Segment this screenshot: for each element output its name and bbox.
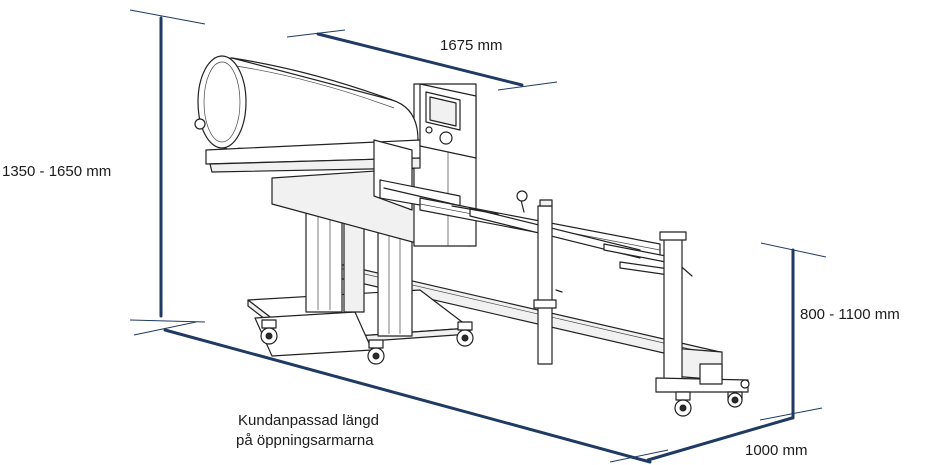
caption-line-1: Kundanpassad längd [238,412,379,429]
dimension-lines [129,9,827,464]
caption-line-2: på öppningsarmarna [236,432,374,449]
right-leg [655,231,750,417]
dimension-height-label: 1350 - 1650 mm [2,163,112,180]
left-casters [260,319,474,365]
control-panel [419,83,477,159]
dimension-table-height-label: 800 - 1100 mm [800,306,900,323]
drum [194,55,421,173]
middle-leg [533,199,563,365]
left-base-frame [247,289,471,357]
dimension-width-label: 1000 mm [745,442,808,459]
dimension-length-label: 1675 mm [440,37,503,54]
